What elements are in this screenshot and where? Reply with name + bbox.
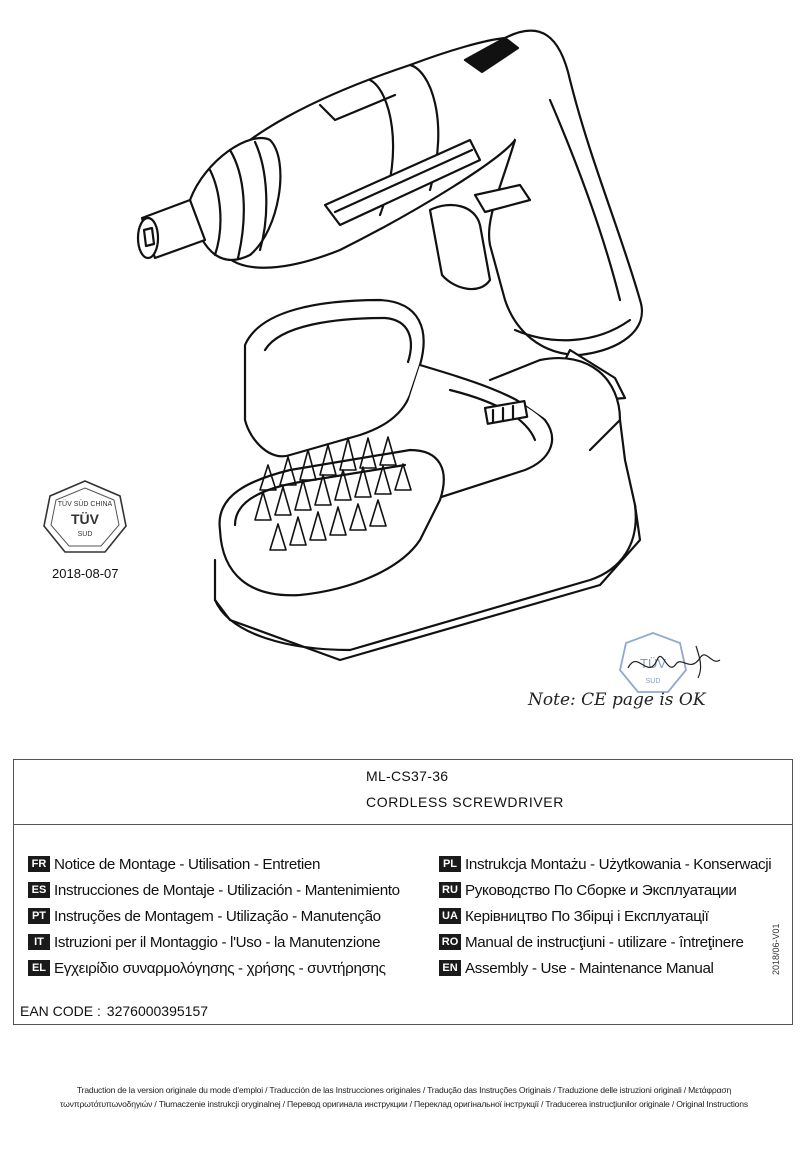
language-code: RO bbox=[439, 934, 461, 950]
product-name: CORDLESS SCREWDRIVER bbox=[366, 794, 564, 810]
screwdriver-drawing bbox=[136, 29, 643, 402]
language-code: UA bbox=[439, 908, 461, 924]
svg-text:TÜV: TÜV bbox=[71, 511, 100, 527]
ean-code: EAN CODE : 3276000395157 bbox=[20, 1003, 208, 1019]
charger-base-drawing bbox=[213, 298, 642, 662]
language-title: Керівництво По Збірці і Експлуатації bbox=[465, 907, 709, 925]
footer-translation-note-line1: Traduction de la version originale du mo… bbox=[76, 1085, 732, 1095]
ean-label: EAN CODE : bbox=[20, 1003, 101, 1019]
svg-text:TÜV SÜD CHINA: TÜV SÜD CHINA bbox=[58, 500, 113, 508]
product-model: ML-CS37-36 bbox=[366, 768, 449, 784]
language-title: Руководство По Сборке и Эксплуатации bbox=[465, 881, 737, 899]
bit-set-drawing bbox=[254, 436, 412, 551]
language-code: ES bbox=[28, 882, 50, 898]
language-code: RU bbox=[439, 882, 461, 898]
title-box: ML-CS37-36 CORDLESS SCREWDRIVER bbox=[13, 759, 793, 825]
svg-text:SUD: SUD bbox=[78, 531, 93, 538]
language-code: IT bbox=[28, 934, 50, 950]
language-title: Instrukcja Montażu - Użytkowania - Konse… bbox=[465, 855, 772, 873]
language-title: Εγχειρίδιο συναρμολόγησης - χρήσης - συν… bbox=[54, 959, 386, 977]
language-title: Manual de instrucţiuni - utilizare - înt… bbox=[465, 933, 744, 951]
language-code: PT bbox=[28, 908, 50, 924]
tuv-seal-logo: TÜV SUD bbox=[619, 632, 721, 693]
product-illustration bbox=[136, 29, 643, 662]
document-version: 2018/06-V01 bbox=[771, 923, 781, 975]
language-title: Instruções de Montagem - Utilização - Ma… bbox=[54, 907, 381, 925]
svg-text:SUD: SUD bbox=[646, 678, 661, 685]
language-code: PL bbox=[439, 856, 461, 872]
ean-value: 3276000395157 bbox=[106, 1003, 209, 1019]
stamp-date: 2018-08-07 bbox=[52, 566, 119, 581]
language-title: Instrucciones de Montaje - Utilización -… bbox=[54, 881, 400, 899]
language-code: EL bbox=[28, 960, 50, 976]
footer-translation-note-line2: τωνπρωτότυπωνοδηγιών / Tłumaczenie instr… bbox=[60, 1099, 748, 1109]
language-title: Istruzioni per il Montaggio - l'Uso - la… bbox=[54, 933, 381, 951]
language-title: Assembly - Use - Maintenance Manual bbox=[465, 959, 714, 977]
tuv-stamp-logo: TÜV SÜD CHINA TÜV SUD bbox=[43, 480, 127, 553]
approval-note: Note: CE page is OK bbox=[528, 690, 706, 710]
language-code: FR bbox=[28, 856, 50, 872]
language-title: Notice de Montage - Utilisation - Entret… bbox=[54, 855, 321, 873]
language-code: EN bbox=[439, 960, 461, 976]
